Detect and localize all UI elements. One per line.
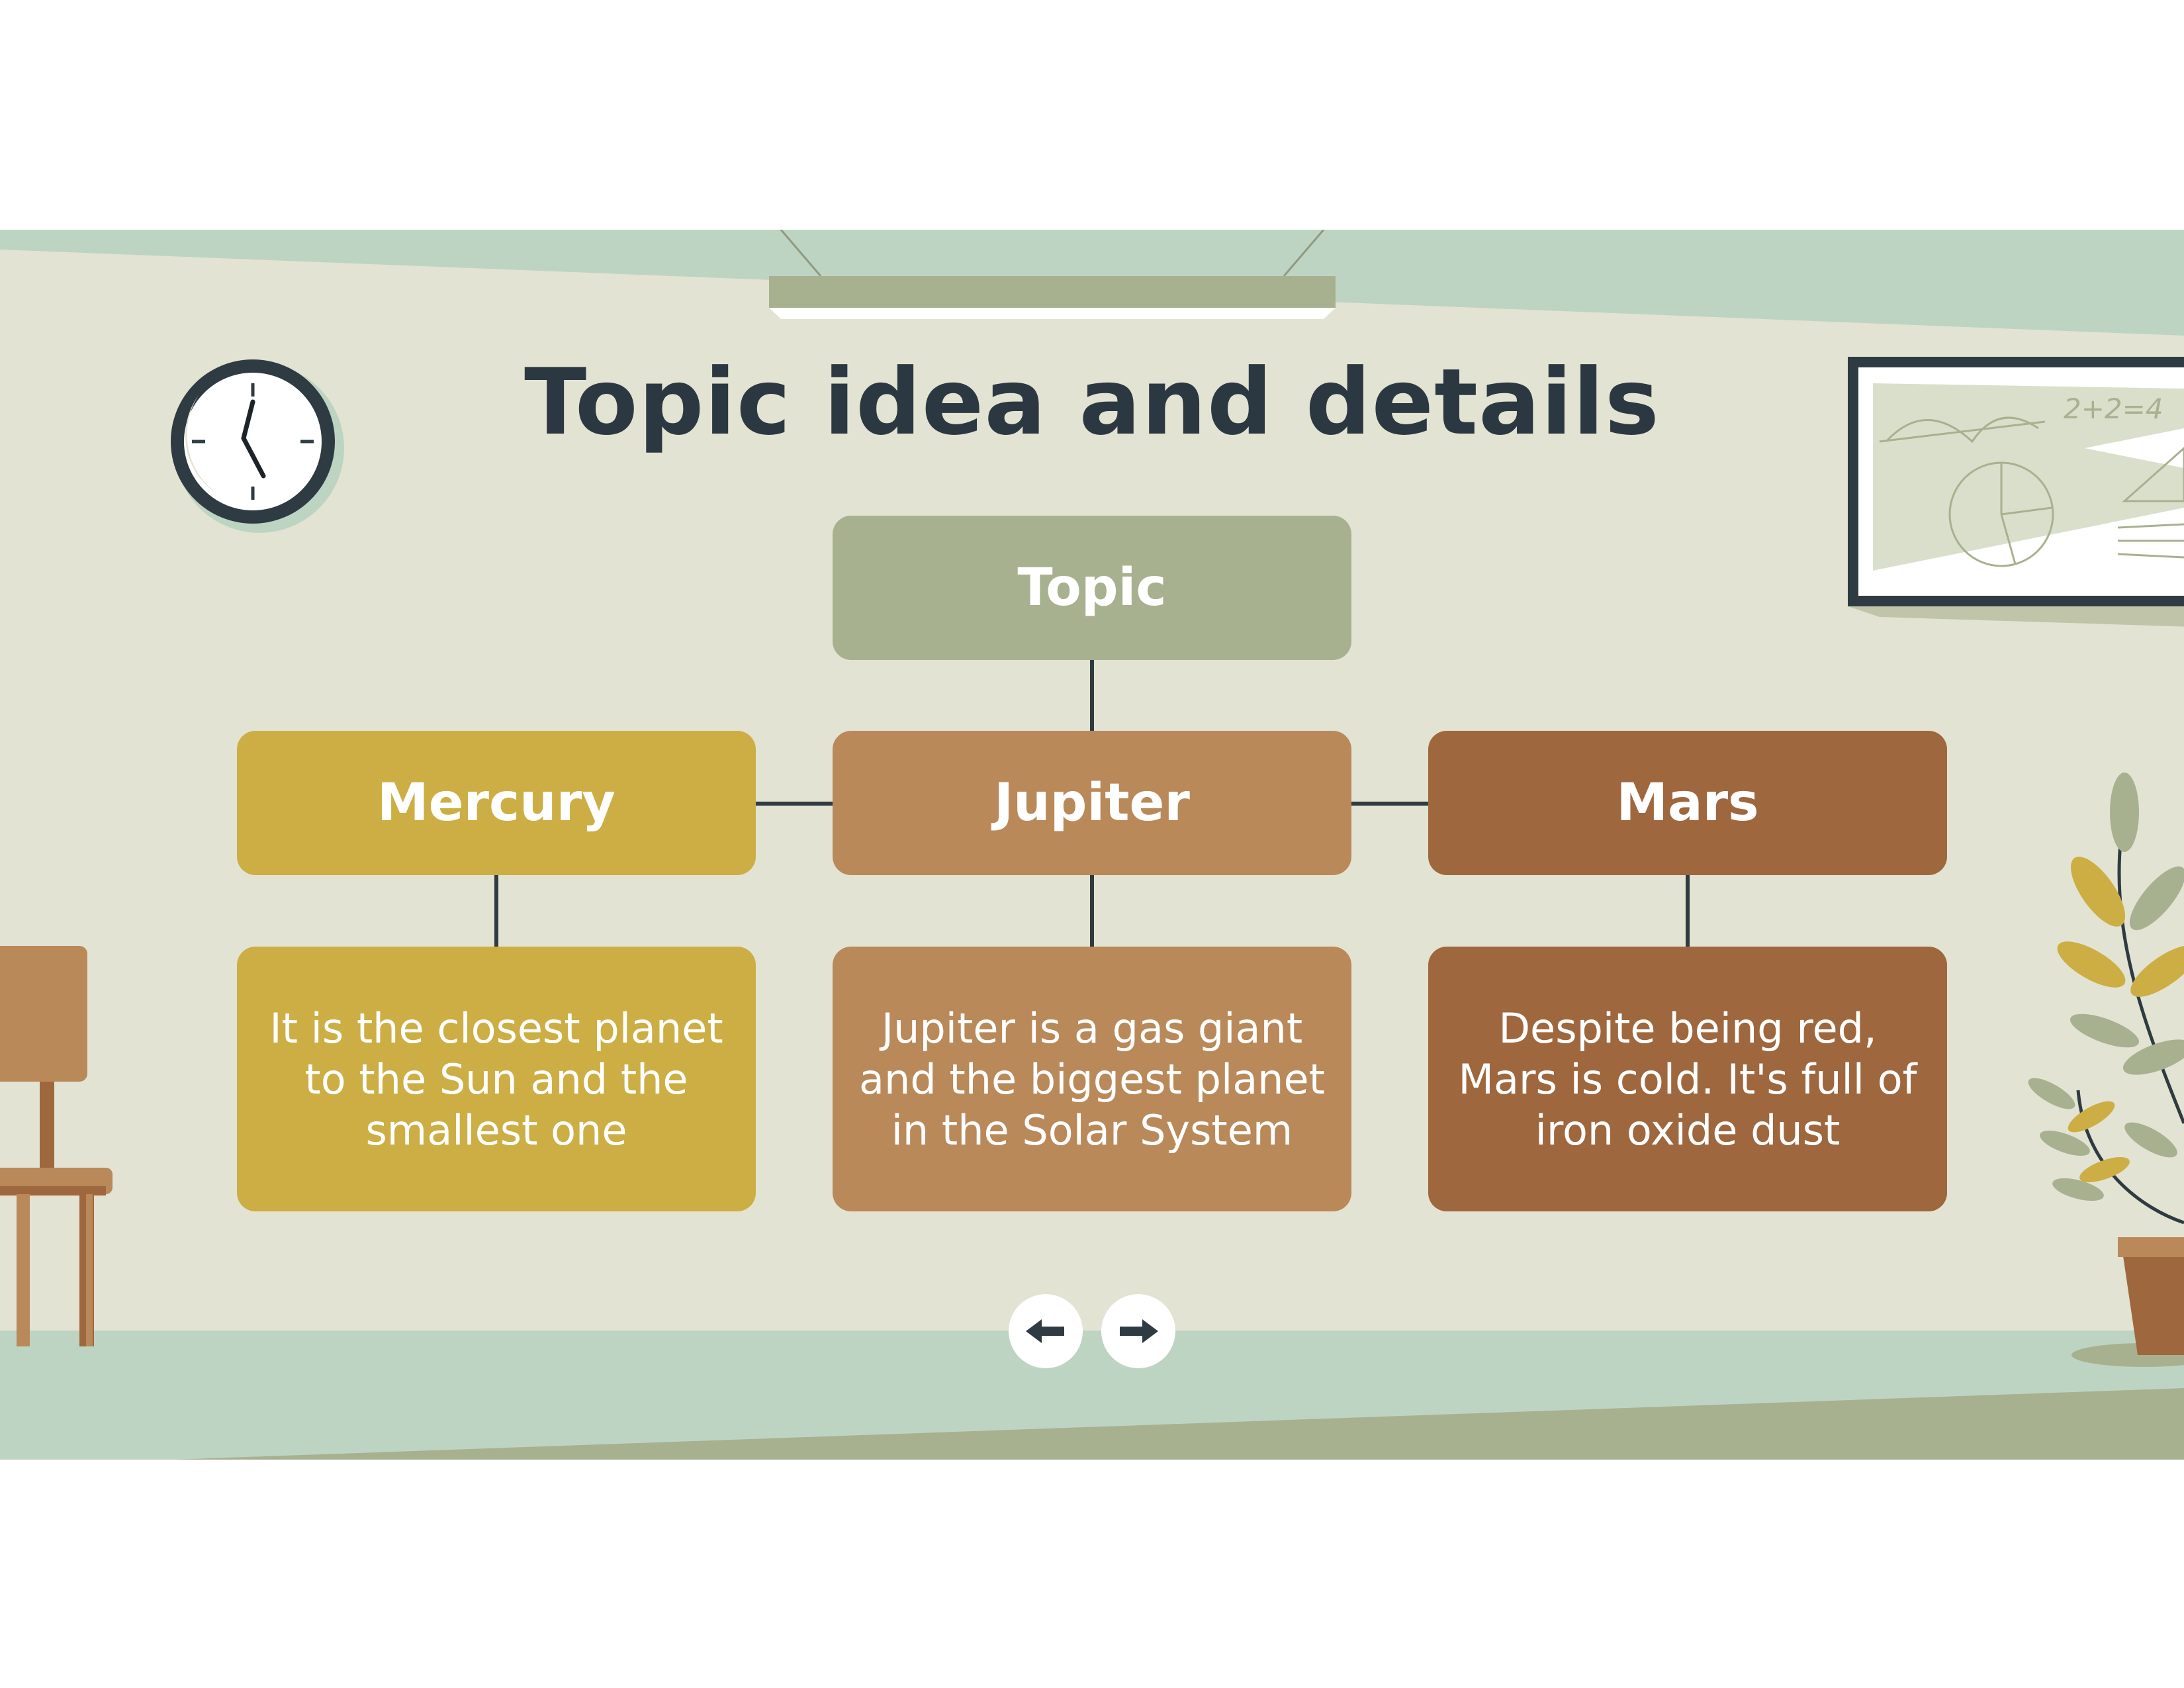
column-header-jupiter: Jupiter — [833, 731, 1351, 875]
column-header-label: Mercury — [377, 773, 616, 833]
column-header-label: Mars — [1616, 773, 1759, 833]
clock-icon — [171, 359, 344, 533]
connector-line — [1090, 875, 1094, 947]
connector-line — [494, 875, 498, 947]
column-header-mercury: Mercury — [237, 731, 756, 875]
arrow-right-icon — [1120, 1319, 1158, 1343]
whiteboard-text: 2+2=4 — [2064, 393, 2163, 425]
connector-line — [1686, 875, 1690, 947]
connector-line — [1350, 802, 1428, 806]
slide-title: Topic idea and details — [524, 349, 1660, 455]
column-detail-text: Despite being red, Mars is cold. It's fu… — [1458, 1004, 1917, 1154]
chair — [0, 946, 113, 1346]
potted-plant — [2028, 773, 2184, 1367]
next-button[interactable] — [1101, 1294, 1175, 1368]
column-detail-jupiter: Jupiter is a gas giant and the biggest p… — [833, 947, 1351, 1211]
topic-box: Topic — [833, 516, 1351, 660]
column-detail-text: Jupiter is a gas giant and the biggest p… — [859, 1004, 1325, 1154]
classroom-background: 2+2=4 — [0, 230, 2184, 1460]
column-detail-mercury: It is the closest planet to the Sun and … — [237, 947, 756, 1211]
connector-line — [1090, 660, 1094, 731]
ceiling-lamp — [769, 230, 1336, 319]
column-header-mars: Mars — [1428, 731, 1947, 875]
whiteboard: 2+2=4 — [1848, 357, 2184, 627]
connector-line — [756, 802, 834, 806]
topic-label: Topic — [1017, 558, 1167, 618]
previous-button[interactable] — [1009, 1294, 1083, 1368]
column-detail-mars: Despite being red, Mars is cold. It's fu… — [1428, 947, 1947, 1211]
arrow-left-icon — [1026, 1319, 1064, 1343]
column-detail-text: It is the closest planet to the Sun and … — [269, 1004, 723, 1154]
column-header-label: Jupiter — [994, 773, 1190, 833]
slide: 2+2=4 — [0, 230, 2184, 1460]
